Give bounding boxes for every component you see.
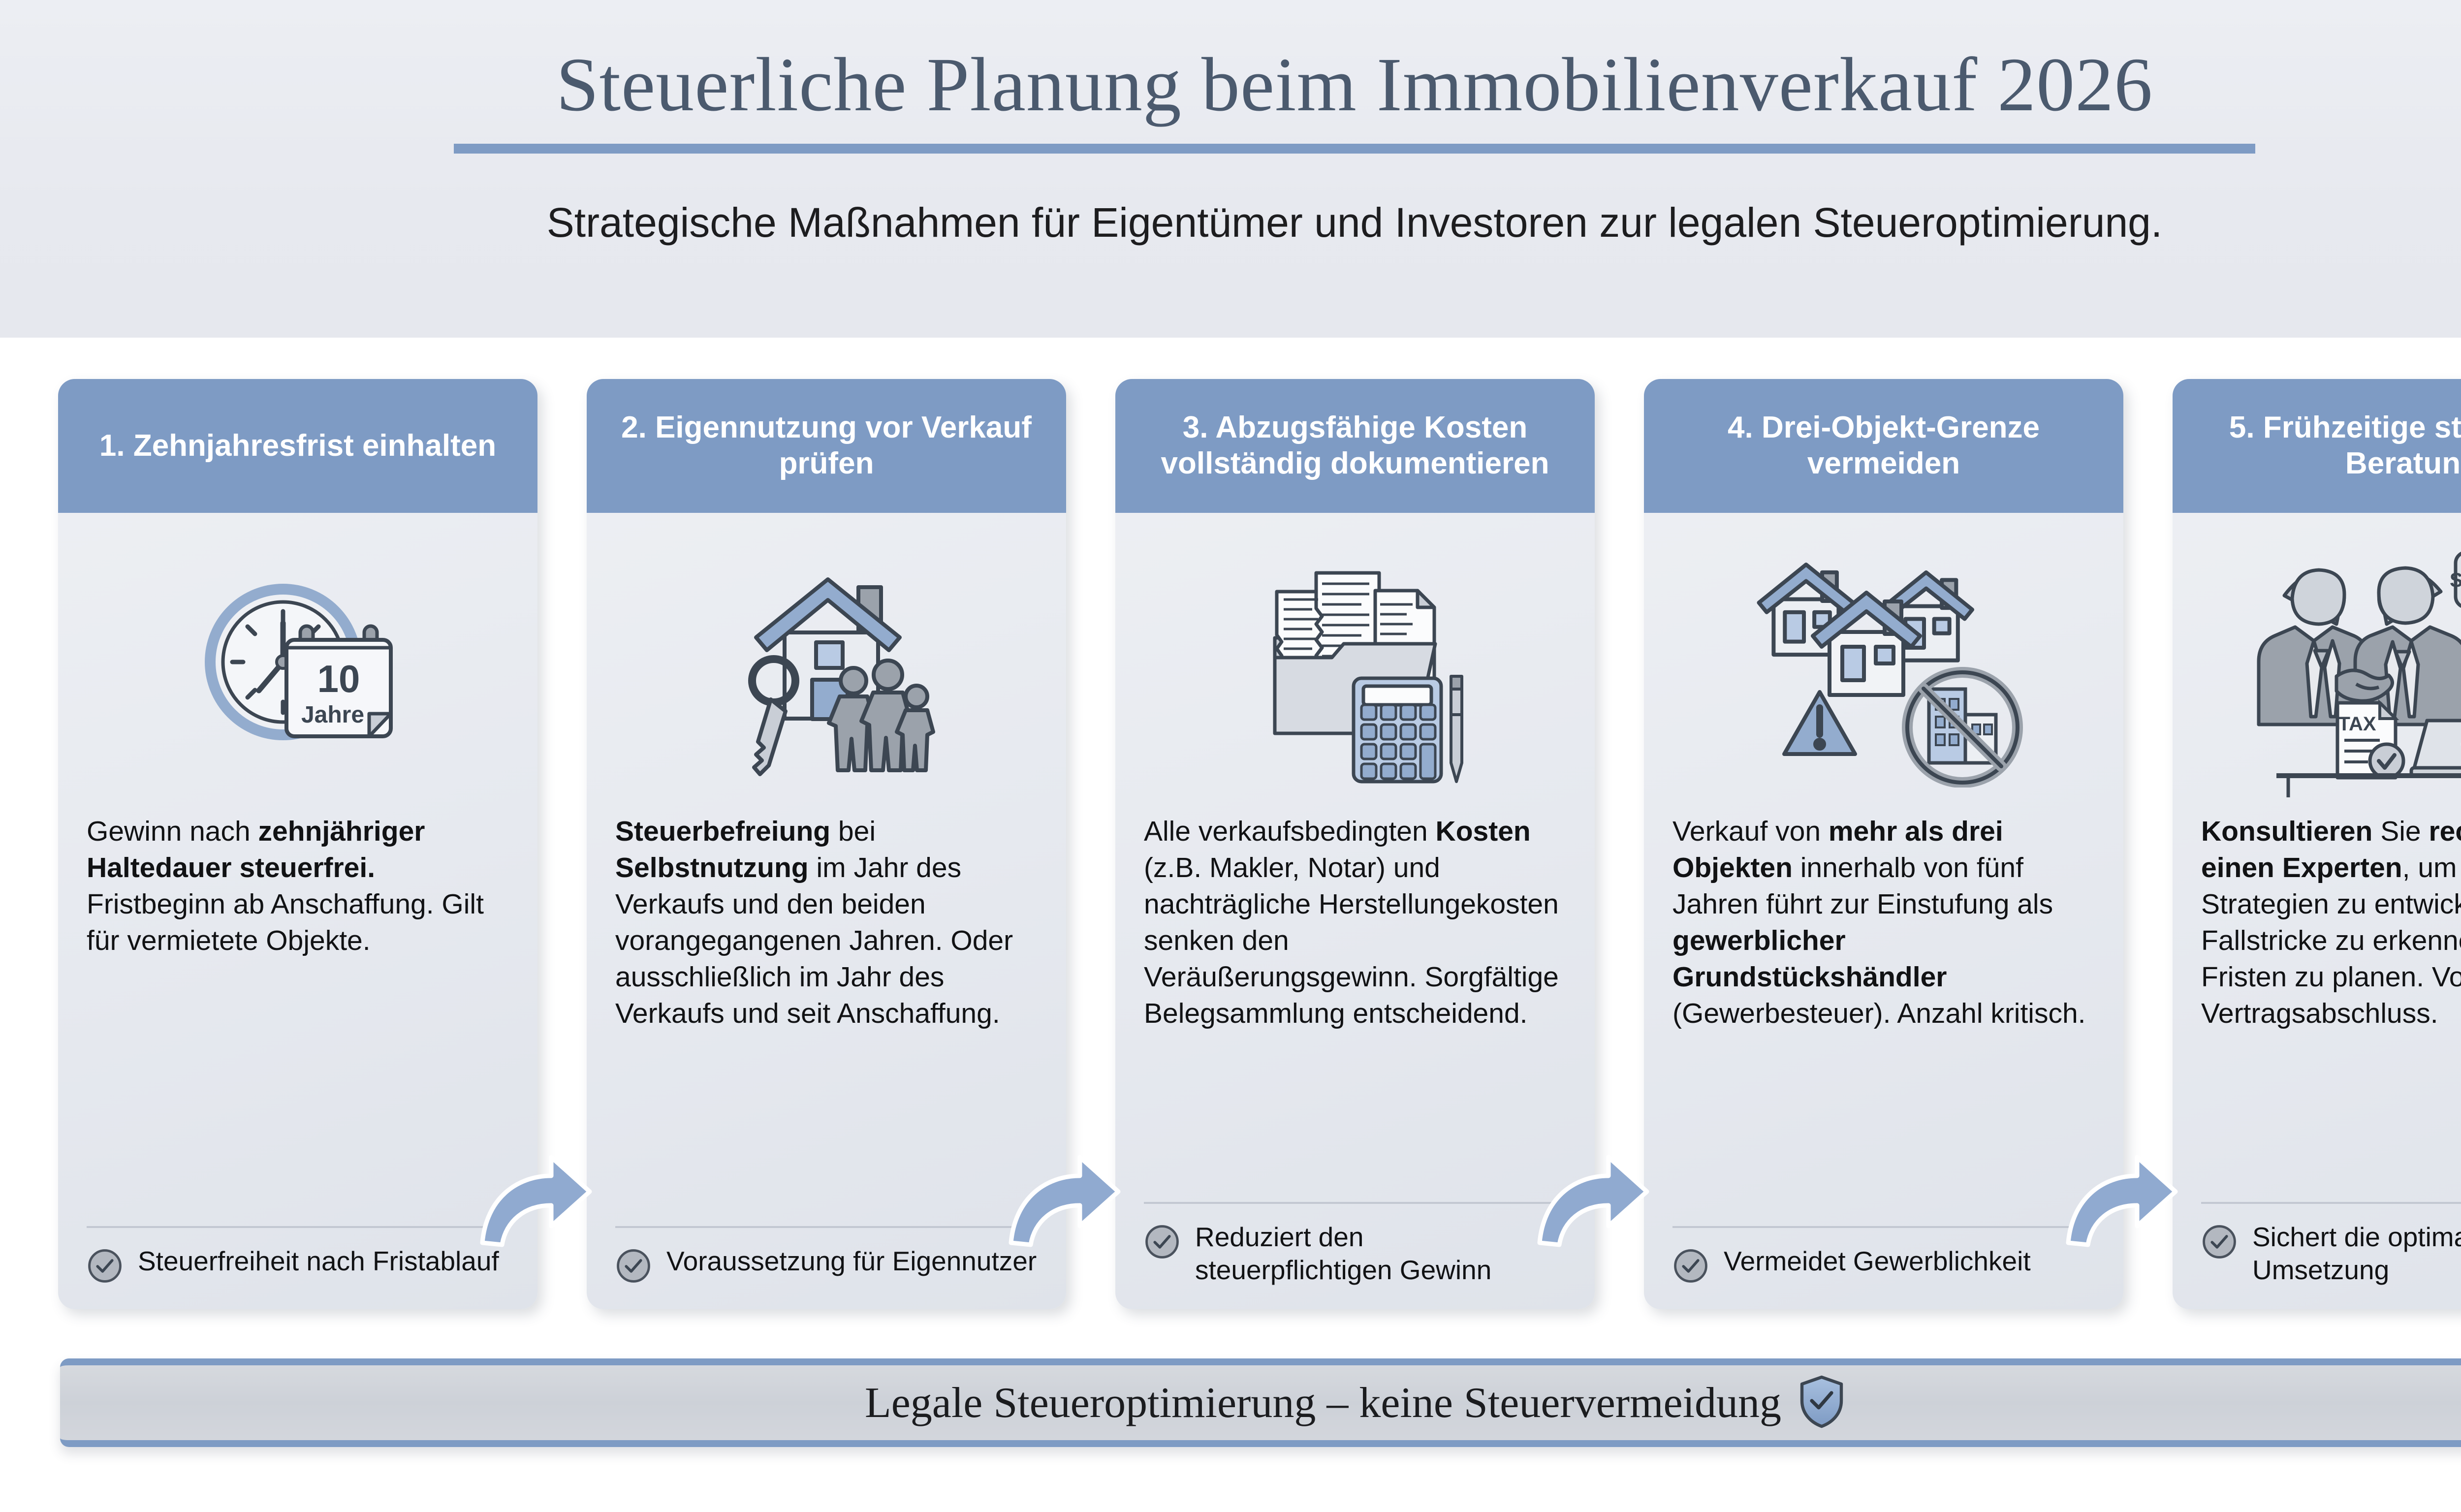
three-houses-warning-prohibition-icon bbox=[1644, 513, 2123, 808]
header-band: Steuerliche Planung beim Immobilienverka… bbox=[0, 0, 2461, 338]
footer-text: Legale Steueroptimierung – keine Steuerv… bbox=[864, 1379, 1782, 1427]
step-card-footer-2: Voraussetzung für Eigennutzer bbox=[615, 1226, 1038, 1287]
step-card-header-2: 2. Eigennutzung vor Verkauf prüfen bbox=[587, 379, 1066, 513]
check-circle-icon bbox=[615, 1248, 652, 1287]
step-card-body-1: Gewinn nach zehnjähriger Haltedauer steu… bbox=[58, 808, 537, 1226]
handshake-advisor-icon: SteuerberaterTAX bbox=[2173, 513, 2461, 808]
page-subtitle: Strategische Maßnahmen für Eigentümer un… bbox=[546, 199, 2163, 246]
step-card-benefit: Vermeidet Gewerblichkeit bbox=[1724, 1246, 2031, 1276]
check-circle-icon bbox=[1144, 1224, 1180, 1262]
step-card-header-5: 5. Frühzeitige steuerliche Beratung bbox=[2173, 379, 2461, 513]
svg-text:Steuerberater: Steuerberater bbox=[2450, 569, 2461, 591]
step-card-benefit: Steuerfreiheit nach Fristablauf bbox=[138, 1246, 499, 1276]
title-underline-rule bbox=[454, 143, 2255, 154]
step-card-title: 5. Frühzeitige steuerliche Beratung bbox=[2229, 410, 2461, 480]
check-circle-icon bbox=[1672, 1248, 1709, 1287]
step-card-benefit: Voraussetzung für Eigennutzer bbox=[666, 1246, 1037, 1276]
step-card-benefit: Reduziert den steuerpflichtigen Gewinn bbox=[1195, 1221, 1492, 1285]
step-card-title: 4. Drei-Objekt-Grenze vermeiden bbox=[1728, 410, 2040, 480]
step-card-footer-1: Steuerfreiheit nach Fristablauf bbox=[87, 1226, 509, 1287]
step-card-description: Konsultieren Sie rechtzeitig einen Exper… bbox=[2201, 816, 2461, 1030]
step-card-header-3: 3. Abzugsfähige Kosten vollständig dokum… bbox=[1115, 379, 1595, 513]
folder-receipts-calculator-icon bbox=[1115, 513, 1595, 808]
step-card-description: Alle verkaufsbedingten Kosten (z.B. Makl… bbox=[1144, 816, 1559, 1030]
step-card-body-3: Alle verkaufsbedingten Kosten (z.B. Makl… bbox=[1115, 808, 1595, 1202]
footer-banner: Legale Steueroptimierung – keine Steuerv… bbox=[60, 1358, 2461, 1447]
step-card-5[interactable]: 5. Frühzeitige steuerliche BeratungSteue… bbox=[2173, 379, 2461, 1309]
step-card-title: 3. Abzugsfähige Kosten vollständig dokum… bbox=[1161, 410, 1549, 480]
check-circle-icon bbox=[2201, 1224, 2238, 1262]
shield-check-icon bbox=[1798, 1374, 1845, 1432]
step-card-body-5: Konsultieren Sie rechtzeitig einen Exper… bbox=[2173, 808, 2461, 1202]
svg-text:TAX: TAX bbox=[2338, 713, 2376, 735]
step-card-header-1: 1. Zehnjahresfrist einhalten bbox=[58, 379, 537, 513]
check-circle-icon bbox=[87, 1248, 123, 1287]
step-card-title: 2. Eigennutzung vor Verkauf prüfen bbox=[621, 410, 1032, 480]
step-card-footer-5: Sichert die optimale Umsetzung bbox=[2201, 1201, 2461, 1287]
step-card-description: Steuerbefreiung bei Selbstnutzung im Jah… bbox=[615, 816, 1013, 1030]
step-card-header-4: 4. Drei-Objekt-Grenze vermeiden bbox=[1644, 379, 2123, 513]
step-card-benefit: Sichert die optimale Umsetzung bbox=[2252, 1221, 2461, 1285]
step-card-title: 1. Zehnjahresfrist einhalten bbox=[99, 428, 497, 463]
step-card-footer-4: Vermeidet Gewerblichkeit bbox=[1672, 1226, 2095, 1287]
step-card-body-2: Steuerbefreiung bei Selbstnutzung im Jah… bbox=[587, 808, 1066, 1226]
step-card-description: Verkauf von mehr als drei Objekten inner… bbox=[1672, 816, 2086, 1030]
step-card-3[interactable]: 3. Abzugsfähige Kosten vollständig dokum… bbox=[1115, 379, 1649, 1309]
house-key-family-icon bbox=[587, 513, 1066, 808]
step-card-description: Gewinn nach zehnjähriger Haltedauer steu… bbox=[87, 816, 484, 957]
page-title: Steuerliche Planung beim Immobilienverka… bbox=[556, 42, 2153, 127]
step-card-footer-3: Reduziert den steuerpflichtigen Gewinn bbox=[1144, 1201, 1566, 1287]
step-card-body-4: Verkauf von mehr als drei Objekten inner… bbox=[1644, 808, 2123, 1226]
svg-text:10: 10 bbox=[317, 657, 360, 700]
svg-text:Jahre: Jahre bbox=[301, 702, 364, 728]
